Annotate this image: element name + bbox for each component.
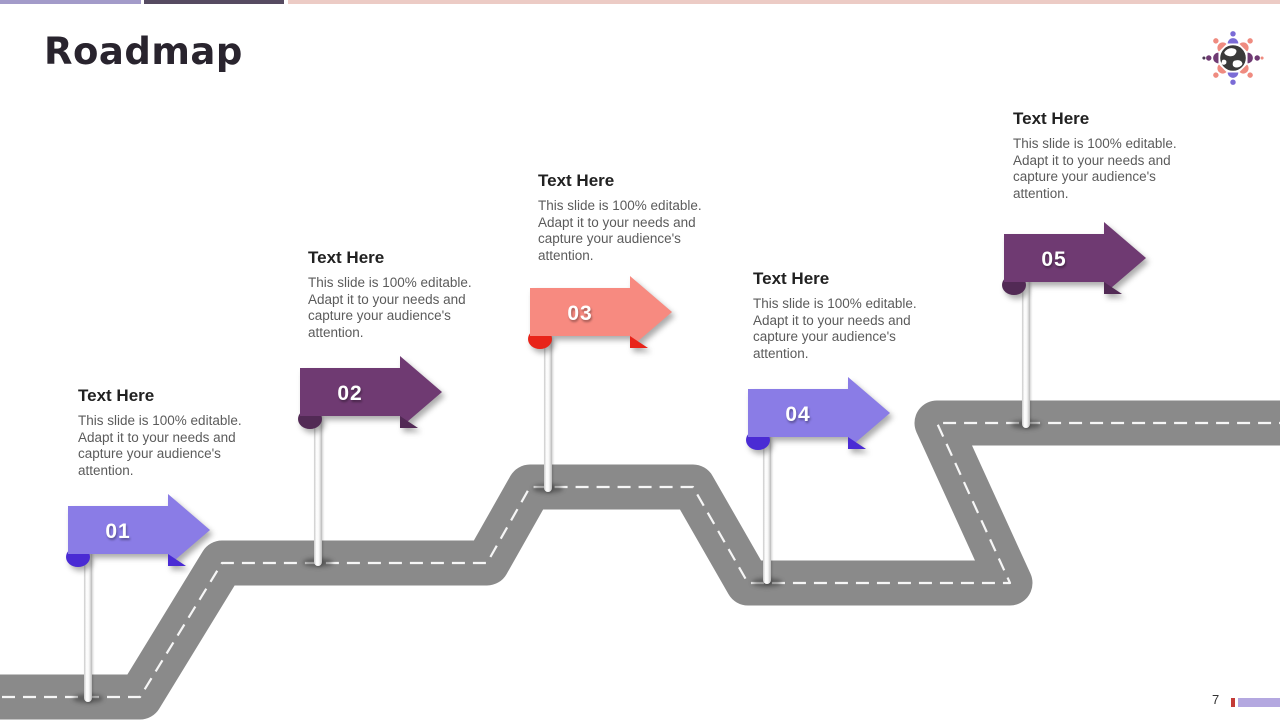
milestone-number: 03 <box>567 302 592 325</box>
milestone-description: This slide is 100% editable. Adapt it to… <box>538 198 702 264</box>
footer-accent-tick <box>1231 698 1235 707</box>
top-accent-bar-left <box>0 0 141 4</box>
milestone-description: This slide is 100% editable. Adapt it to… <box>753 296 917 362</box>
milestone-flag-02: 02 <box>298 356 442 429</box>
globe-people-logo-icon <box>1202 31 1264 85</box>
top-accent-bar-right <box>288 0 1280 4</box>
milestone-05-text-block: Text Here This slide is 100% editable. A… <box>1013 109 1179 203</box>
page-number: 7 <box>1212 692 1220 707</box>
milestone-number: 01 <box>105 520 130 543</box>
milestone-02-text-block: Text Here This slide is 100% editable. A… <box>308 248 474 342</box>
milestone-title: Text Here <box>753 269 830 288</box>
milestone-title: Text Here <box>78 386 155 405</box>
milestone-title: Text Here <box>538 171 615 190</box>
globe-icon <box>1220 45 1246 71</box>
milestone-flag-04: 04 <box>746 377 890 450</box>
milestone-number: 05 <box>1041 248 1066 271</box>
signpost-pole <box>1022 272 1030 428</box>
milestone-description: This slide is 100% editable. Adapt it to… <box>78 413 242 479</box>
milestone-01-text-block: Text Here This slide is 100% editable. A… <box>78 386 244 480</box>
road-center-dashed-line <box>0 421 1280 699</box>
signpost-pole <box>84 548 92 702</box>
signpost-pole <box>763 432 771 584</box>
milestone-title: Text Here <box>1013 109 1090 128</box>
page-title: Roadmap <box>44 30 243 73</box>
footer-accent-bar <box>1238 698 1280 707</box>
milestone-description: This slide is 100% editable. Adapt it to… <box>1013 136 1177 202</box>
milestone-description: This slide is 100% editable. Adapt it to… <box>308 275 472 341</box>
people-ring <box>1202 31 1264 85</box>
milestone-flag-03: 03 <box>528 276 672 349</box>
signpost-pole <box>314 410 322 566</box>
milestone-flag-05: 05 <box>1002 222 1146 295</box>
milestone-04-text-block: Text Here This slide is 100% editable. A… <box>753 269 919 363</box>
signpost-pole <box>544 334 552 492</box>
top-accent-bar-middle <box>144 0 284 4</box>
milestone-number: 04 <box>785 403 810 426</box>
milestone-number: 02 <box>337 382 362 405</box>
milestone-flag-01: 01 <box>66 494 210 567</box>
milestone-title: Text Here <box>308 248 385 267</box>
milestone-03-text-block: Text Here This slide is 100% editable. A… <box>538 171 704 265</box>
